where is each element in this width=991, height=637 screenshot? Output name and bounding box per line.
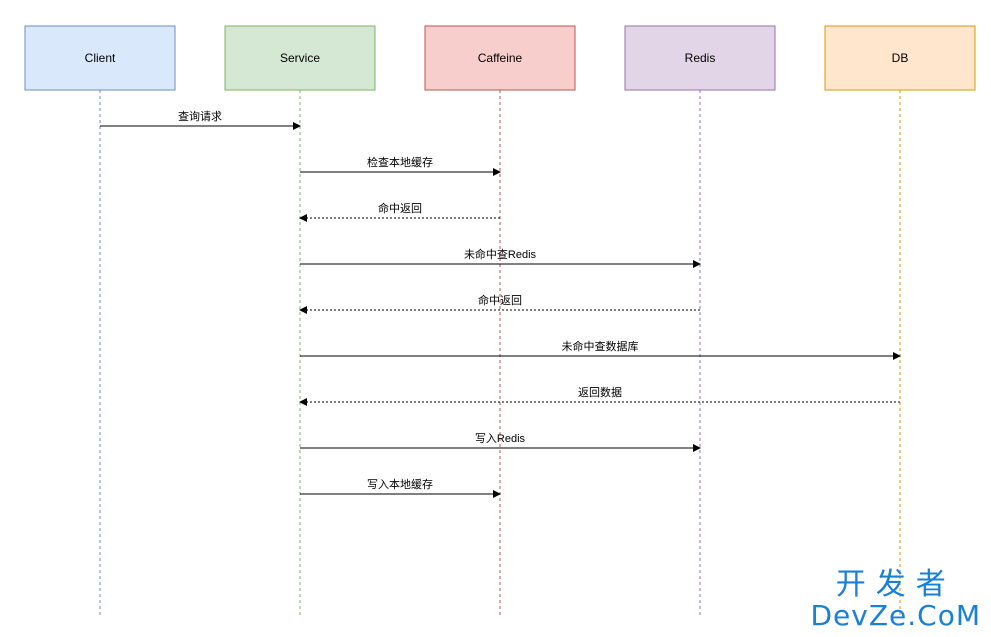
watermark-logo: 开发者 DevZe.CoM (810, 569, 981, 631)
message-label-6: 未命中查数据库 (562, 339, 639, 353)
message-label-3: 命中返回 (378, 201, 422, 215)
actor-box-db (824, 25, 976, 91)
actor-box-service (224, 25, 376, 91)
message-label-9: 写入本地缓存 (367, 477, 433, 491)
message-label-8: 写入Redis (475, 433, 526, 445)
actor-box-client (24, 25, 176, 91)
actor-label-client: Client (85, 51, 116, 65)
watermark-cn: 开发者 (835, 567, 956, 602)
actor-label-redis: Redis (685, 51, 716, 65)
message-label-1: 查询请求 (178, 109, 222, 123)
actor-label-caffeine: Caffeine (478, 51, 523, 65)
message-label-7: 返回数据 (578, 385, 622, 399)
actor-box-caffeine (424, 25, 576, 91)
actor-box-redis (624, 25, 776, 91)
actor-label-db: DB (892, 51, 909, 65)
message-label-2: 检查本地缓存 (367, 155, 433, 169)
actor-label-service: Service (280, 51, 320, 65)
message-label-5: 命中返回 (478, 293, 522, 307)
message-label-4: 未命中查Redis (464, 247, 537, 261)
watermark-en: DevZe.CoM (810, 599, 981, 632)
